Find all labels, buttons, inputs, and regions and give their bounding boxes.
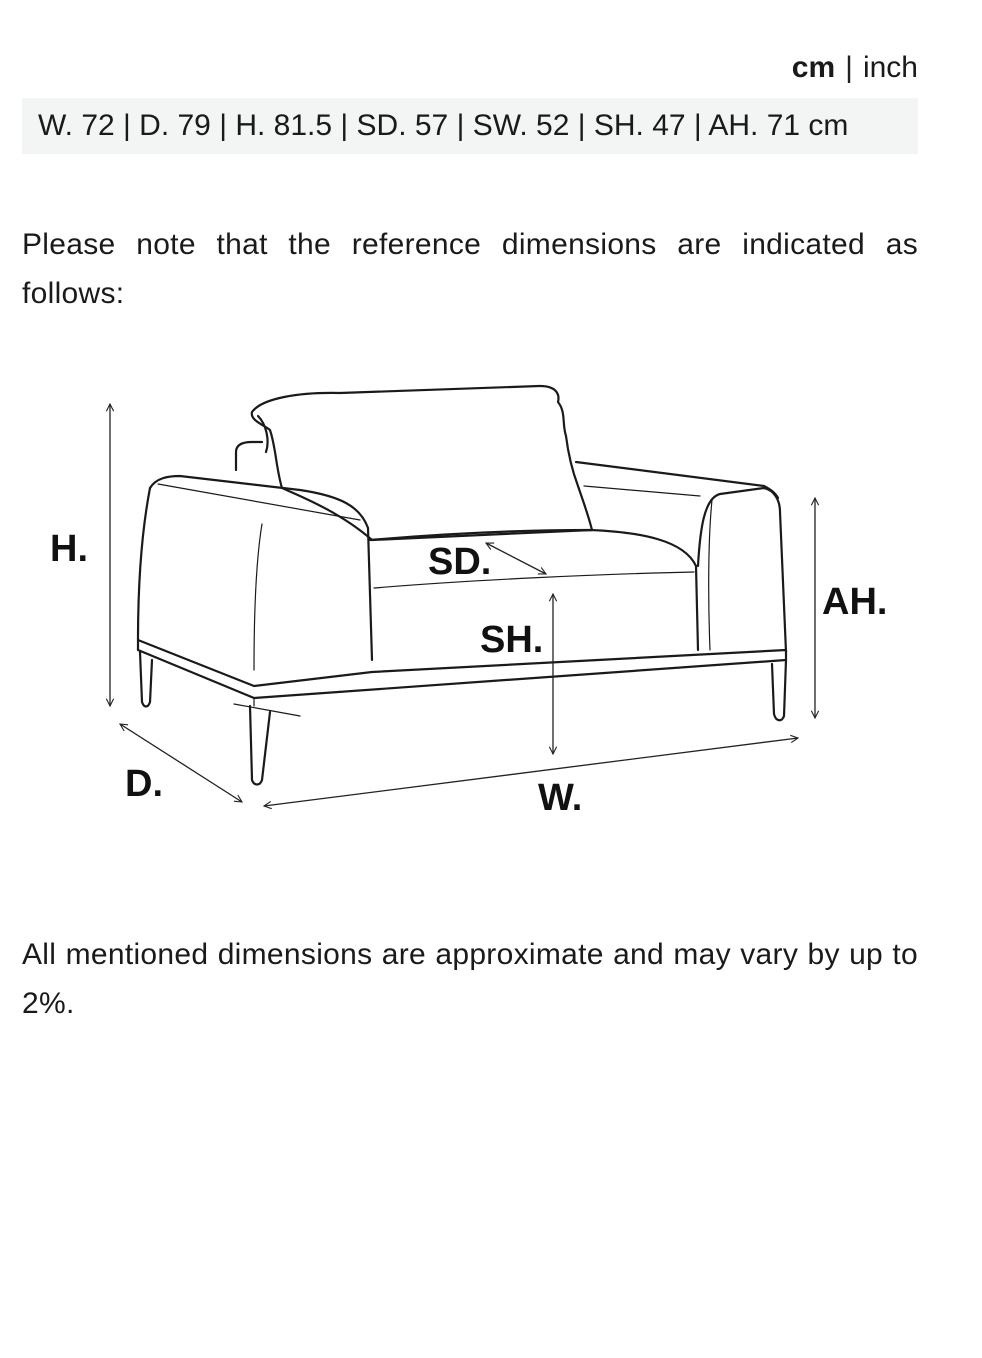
arm-height-label: AH. [822, 581, 887, 623]
width-arrow [264, 738, 798, 806]
armchair-drawing [136, 384, 788, 786]
dimensions-text: W. 72 | D. 79 | H. 81.5 | SD. 57 | SW. 5… [38, 109, 849, 142]
depth-label: D. [125, 763, 163, 805]
unit-separator: | [845, 51, 853, 84]
height-label: H. [50, 528, 88, 570]
unit-cm-option[interactable]: cm [791, 51, 836, 84]
width-label: W. [538, 777, 582, 819]
armchair-dimension-diagram: H. SD. SH. AH. D. W. [50, 384, 887, 819]
approximate-note: All mentioned dimensions are approximate… [22, 938, 918, 1020]
unit-inch-option[interactable]: inch [862, 51, 918, 84]
reference-note: Please note that the reference dimension… [22, 228, 918, 310]
unit-toggle: cm | inch [792, 48, 918, 88]
seat-depth-arrow [486, 542, 546, 575]
depth-arrow [120, 724, 242, 802]
seat-depth-label: SD. [428, 541, 491, 583]
dimension-arrows [110, 404, 815, 806]
seat-height-label: SH. [480, 619, 543, 661]
dimensions-bar: W. 72 | D. 79 | H. 81.5 | SD. 57 | SW. 5… [22, 98, 918, 154]
